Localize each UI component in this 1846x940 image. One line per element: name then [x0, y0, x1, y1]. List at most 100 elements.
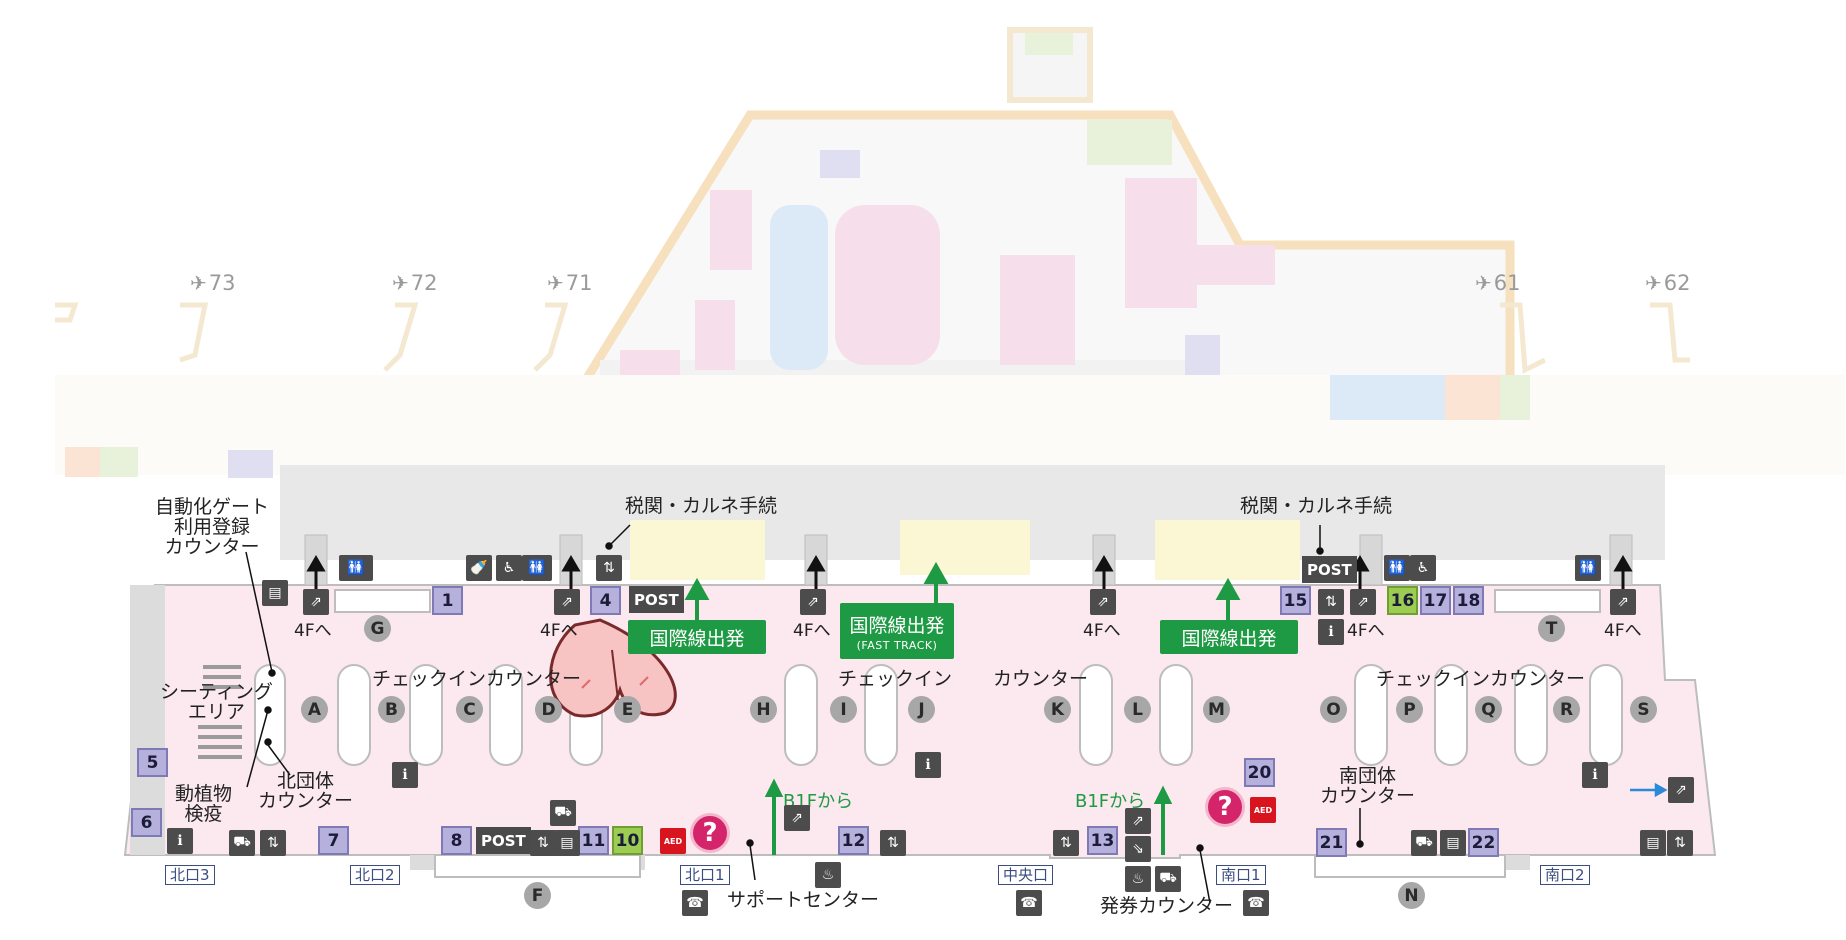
counter-f[interactable]: F: [524, 882, 551, 909]
counter-number-12[interactable]: 12: [838, 826, 869, 855]
counter-number-10[interactable]: 10: [612, 826, 643, 855]
counter-number-16[interactable]: 16: [1387, 586, 1418, 615]
counter-number-22[interactable]: 22: [1468, 828, 1499, 857]
counter-number-15[interactable]: 15: [1280, 586, 1311, 615]
auto-gate-registration-label: 自動化ゲート 利用登録 カウンター: [155, 496, 270, 558]
elevator-icon: ⇅: [260, 830, 286, 856]
to-4f-label: 4Fへ: [540, 621, 578, 641]
information-center-icon[interactable]: ?: [1205, 787, 1245, 827]
counter-e[interactable]: E: [614, 696, 641, 723]
counter-q[interactable]: Q: [1475, 696, 1502, 723]
counter-number-8[interactable]: 8: [441, 826, 472, 855]
airplane-icon: ✈: [547, 271, 564, 295]
escalator-icon: ⇗: [554, 589, 580, 615]
exit-south-2[interactable]: 南口2: [1540, 865, 1590, 885]
counter-r[interactable]: R: [1553, 696, 1580, 723]
counter-number-4[interactable]: 4: [590, 586, 621, 615]
counter-p[interactable]: P: [1396, 696, 1423, 723]
post-box-icon: POST: [629, 586, 684, 613]
counter-n[interactable]: N: [1398, 882, 1425, 909]
escalator-icon: ⇗: [784, 805, 810, 831]
counter-number-11[interactable]: 11: [578, 826, 609, 855]
info-desk-icon: ℹ: [1318, 619, 1344, 645]
airplane-icon: ✈: [190, 271, 207, 295]
baggage-wrap-icon: ⛟: [1411, 830, 1437, 856]
counter-s[interactable]: S: [1630, 696, 1657, 723]
counter-number-6[interactable]: 6: [131, 808, 162, 837]
elevator-icon: ⇅: [1053, 830, 1079, 856]
atm-icon: ▤: [1440, 830, 1466, 856]
to-4f-label: 4Fへ: [1604, 621, 1642, 641]
counter-h[interactable]: H: [750, 696, 777, 723]
counter-number-13[interactable]: 13: [1087, 826, 1118, 855]
info-desk-icon: ℹ: [1582, 762, 1608, 788]
customs-carnet-label-right: 税関・カルネ手続: [1240, 495, 1393, 517]
counter-number-1[interactable]: 1: [432, 586, 463, 615]
information-center-icon[interactable]: ?: [690, 813, 730, 853]
exit-central[interactable]: 中央口: [998, 865, 1054, 885]
counter-g[interactable]: G: [364, 615, 391, 642]
exit-north-1[interactable]: 北口1: [680, 865, 730, 885]
to-4f-label: 4Fへ: [294, 621, 332, 641]
counter-a[interactable]: A: [301, 696, 328, 723]
elevator-icon: ⇅: [1667, 830, 1693, 856]
north-group-counter-label: 北団体 カウンター: [258, 770, 354, 812]
counter-l[interactable]: L: [1124, 696, 1151, 723]
counter-number-7[interactable]: 7: [318, 826, 349, 855]
international-departure-fast-track-sign: 国際線出発(FAST TRACK): [840, 603, 954, 659]
to-4f-label: 4Fへ: [793, 621, 831, 641]
phone-icon: ☎: [1243, 890, 1269, 916]
escalator-icon: ⇗: [800, 589, 826, 615]
plant-quarantine-label: 動植物 検疫: [175, 783, 233, 825]
info-desk-icon: ℹ: [915, 752, 941, 778]
to-4f-label: 4Fへ: [1083, 621, 1121, 641]
atm-icon: ▤: [554, 830, 580, 856]
elevator-icon: ⇅: [530, 830, 556, 856]
atm-icon: ▤: [262, 580, 288, 606]
smoking-icon: ♨: [815, 862, 841, 888]
customs-carnet-label-left: 税関・カルネ手続: [625, 495, 778, 517]
counter-label-center: カウンター: [993, 668, 1089, 690]
counter-number-17[interactable]: 17: [1420, 586, 1451, 615]
elevator-icon: ⇅: [1318, 589, 1344, 615]
counter-m[interactable]: M: [1203, 696, 1230, 723]
escalator-icon: ⇗: [1350, 589, 1376, 615]
counter-b[interactable]: B: [378, 696, 405, 723]
baggage-wrap-icon: ⛟: [229, 830, 255, 856]
international-departure-sign: 国際線出発: [1160, 620, 1298, 654]
restroom-icon: 🚻: [1384, 555, 1410, 581]
gate-72-label: ✈72: [392, 271, 438, 295]
elevator-icon: ⇅: [880, 830, 906, 856]
phone-icon: ☎: [682, 890, 708, 916]
gate-62-label: ✈62: [1645, 271, 1691, 295]
counter-d[interactable]: D: [535, 696, 562, 723]
counter-number-20[interactable]: 20: [1244, 758, 1275, 787]
counter-number-18[interactable]: 18: [1453, 586, 1484, 615]
escalator-icon: ⇗: [1610, 589, 1636, 615]
checkin-counter-label-left: チェックインカウンター: [372, 668, 582, 690]
counter-k[interactable]: K: [1044, 696, 1071, 723]
counter-c[interactable]: C: [456, 696, 483, 723]
counter-j[interactable]: J: [908, 696, 935, 723]
exit-south-1[interactable]: 南口1: [1216, 865, 1266, 885]
exit-north-2[interactable]: 北口2: [350, 865, 400, 885]
phone-icon: ☎: [1016, 890, 1042, 916]
counter-i[interactable]: I: [830, 696, 857, 723]
baggage-wrap-icon: ⛟: [550, 800, 576, 826]
elevator-icon: ⇅: [596, 555, 622, 581]
airplane-icon: ✈: [392, 271, 409, 295]
counter-number-5[interactable]: 5: [137, 748, 168, 777]
restroom-icon: 🚻: [339, 555, 373, 581]
post-box-icon: POST: [476, 827, 531, 854]
counter-number-21[interactable]: 21: [1316, 828, 1347, 857]
nursing-room-icon: 🍼: [466, 555, 492, 581]
exit-north-3[interactable]: 北口3: [165, 865, 215, 885]
gate-73-label: ✈73: [190, 271, 236, 295]
checkin-label-center: チェックイン: [838, 668, 953, 690]
counter-o[interactable]: O: [1320, 696, 1347, 723]
counter-t[interactable]: T: [1538, 615, 1565, 642]
customs-area-right: [1155, 520, 1300, 580]
aed-icon: AED: [660, 828, 686, 854]
customs-area-center: [900, 520, 1030, 575]
